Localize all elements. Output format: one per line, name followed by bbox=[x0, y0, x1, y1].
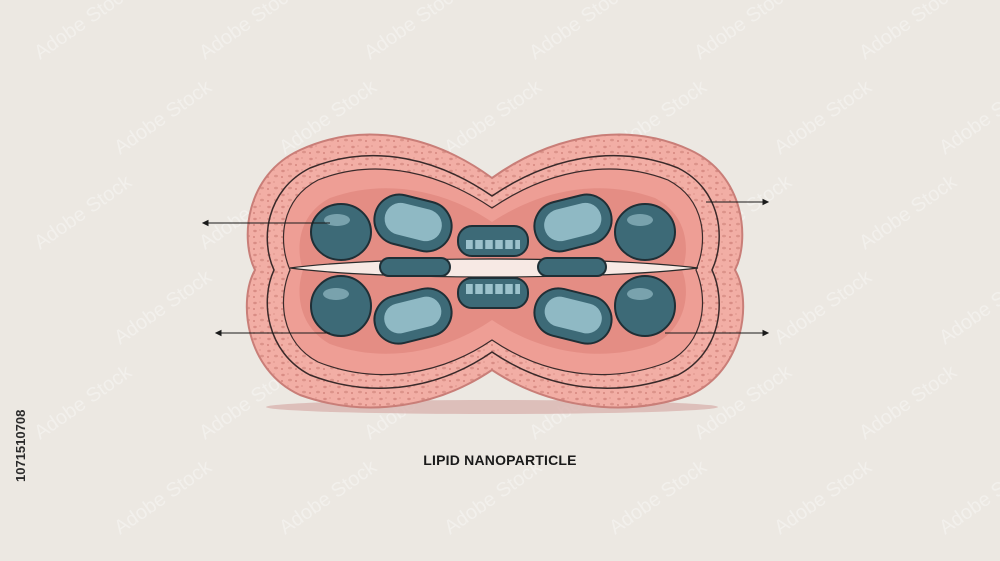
blob-bottom-right bbox=[614, 275, 676, 337]
watermark-text: Adobe Stock bbox=[935, 75, 1000, 159]
diagram-caption: LIPID NANOPARTICLE bbox=[423, 452, 577, 468]
watermark-text: Adobe Stock bbox=[770, 75, 876, 159]
watermark-text: Adobe Stock bbox=[30, 360, 136, 444]
blob-bottom-left bbox=[310, 275, 372, 337]
watermark-text: Adobe Stock bbox=[195, 0, 301, 64]
inner-membrane bbox=[266, 154, 720, 389]
stock-id-label: 1071510708 bbox=[13, 409, 28, 482]
watermark-text: Adobe Stock bbox=[690, 0, 796, 64]
blob-top-left bbox=[310, 203, 372, 261]
watermark-text: Adobe Stock bbox=[525, 0, 631, 64]
watermark-text: Adobe Stock bbox=[30, 170, 136, 254]
watermark-text: Adobe Stock bbox=[360, 0, 466, 64]
blob-top-right bbox=[614, 203, 676, 261]
watermark-text: Adobe Stock bbox=[770, 265, 876, 349]
watermark-text: Adobe Stock bbox=[855, 170, 961, 254]
bar-left bbox=[379, 257, 451, 277]
pointer-lines bbox=[201, 198, 770, 337]
watermark-text: Adobe Stock bbox=[110, 265, 216, 349]
watermark-text: Adobe Stock bbox=[855, 360, 961, 444]
watermark-text: Adobe Stock bbox=[855, 0, 961, 64]
watermark-text: Adobe Stock bbox=[30, 0, 136, 64]
watermark-text: Adobe Stock bbox=[110, 75, 216, 159]
watermark-text: Adobe Stock bbox=[440, 75, 546, 159]
bar-right bbox=[537, 257, 607, 277]
watermark-text: Adobe Stock bbox=[935, 265, 1000, 349]
